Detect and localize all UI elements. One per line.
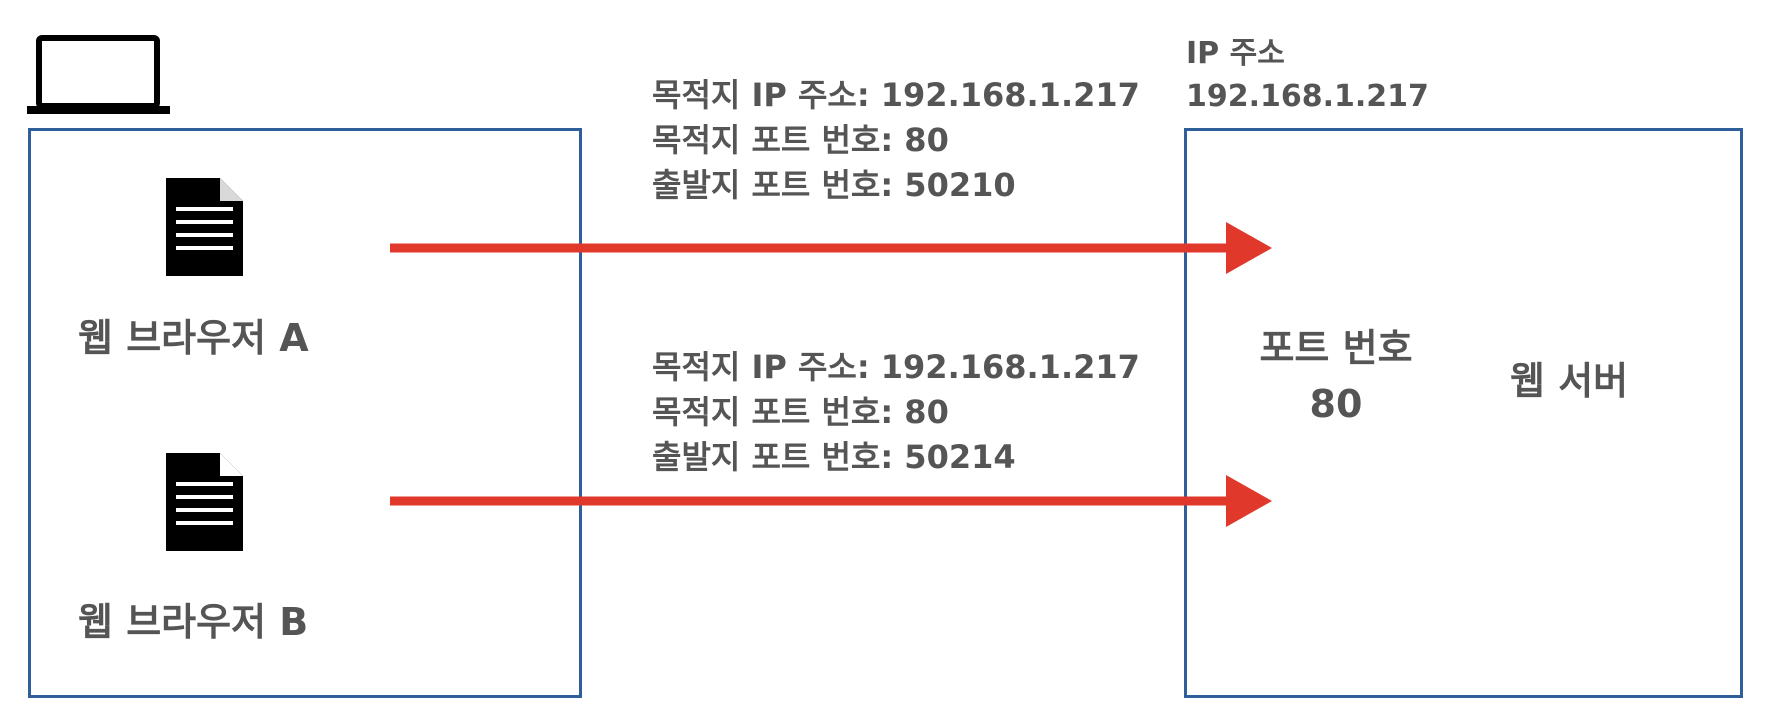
request-arrow-b [390, 475, 1272, 527]
src-port-line: 출발지 포트 번호: 50210 [652, 166, 1016, 204]
server-computer-box [1184, 128, 1743, 698]
document-icon [166, 453, 243, 551]
src-port-line: 출발지 포트 번호: 50214 [652, 438, 1016, 476]
document-icon [166, 178, 243, 276]
server-ip-info: IP 주소 192.168.1.217 [1186, 32, 1429, 118]
laptop-icon [27, 35, 170, 114]
server-port-info: 포트 번호 80 [1236, 320, 1436, 432]
request-arrow-a [390, 222, 1272, 274]
browser-b-label: 웹 브라우저 B [78, 600, 309, 644]
server-ip-title: IP 주소 [1186, 36, 1285, 71]
server-port-value: 80 [1309, 382, 1363, 426]
server-ip-value: 192.168.1.217 [1186, 79, 1429, 114]
browser-a-label: 웹 브라우저 A [78, 316, 309, 360]
server-port-title: 포트 번호 [1259, 326, 1413, 370]
request-info-b: 목적지 IP 주소: 192.168.1.217 목적지 포트 번호: 80 출… [652, 345, 1140, 480]
web-server-label: 웹 서버 [1510, 359, 1629, 403]
dest-port-line: 목적지 포트 번호: 80 [652, 393, 949, 431]
request-info-a: 목적지 IP 주소: 192.168.1.217 목적지 포트 번호: 80 출… [652, 73, 1140, 208]
client-computer-box [28, 128, 582, 698]
dest-ip-line: 목적지 IP 주소: 192.168.1.217 [652, 348, 1140, 386]
dest-ip-line: 목적지 IP 주소: 192.168.1.217 [652, 76, 1140, 114]
dest-port-line: 목적지 포트 번호: 80 [652, 121, 949, 159]
